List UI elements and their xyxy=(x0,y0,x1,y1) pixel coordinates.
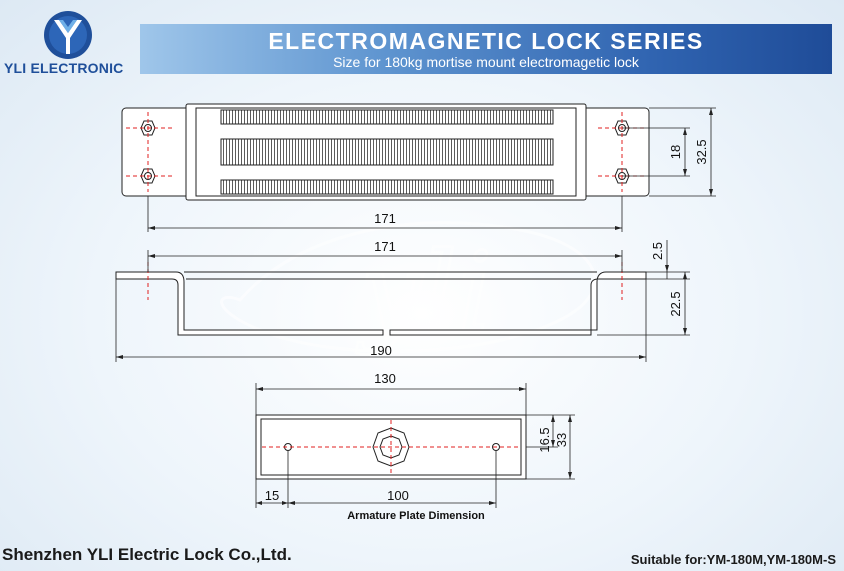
suitable-models: Suitable for:YM-180M,YM-180M-S xyxy=(630,552,836,567)
side-arrowheads xyxy=(116,254,687,359)
rib-strip xyxy=(220,109,554,125)
side-bracket-right xyxy=(389,271,647,336)
dim-side-total-length: 190 xyxy=(370,343,392,358)
dim-plate-width: 33 xyxy=(554,433,569,447)
dim-top-length: 171 xyxy=(374,211,396,226)
title-banner: ELECTROMAGNETIC LOCK SERIES Size for 180… xyxy=(140,24,832,74)
top-dimensions xyxy=(147,107,716,232)
centerlines xyxy=(126,112,645,192)
dim-plate-half-width: 16.5 xyxy=(537,427,552,452)
lock-side-view xyxy=(115,271,647,336)
dim-top-hole-spacing: 18 xyxy=(668,145,683,159)
plate-centerlines xyxy=(262,420,520,475)
plate-arrowheads xyxy=(256,387,572,505)
dim-plate-length: 130 xyxy=(374,371,396,386)
dim-top-width: 32.5 xyxy=(694,139,709,164)
lock-top-view xyxy=(121,103,650,201)
dim-plate-edge-offset: 15 xyxy=(265,488,279,503)
page-subtitle: Size for 180kg mortise mount electromage… xyxy=(333,54,639,70)
dim-side-height: 22.5 xyxy=(668,291,683,316)
company-logo: YLI ELECTRONIC xyxy=(0,0,140,80)
side-centerlines xyxy=(147,262,623,300)
arrowheads xyxy=(148,108,713,230)
page-title: ELECTROMAGNETIC LOCK SERIES xyxy=(268,28,704,54)
side-dimensions xyxy=(115,240,690,362)
yli-logo-icon xyxy=(44,11,92,59)
dim-side-flange: 2.5 xyxy=(650,242,665,260)
dim-side-inner-length: 171 xyxy=(374,239,396,254)
plate-hole-icon xyxy=(492,443,500,451)
company-name: Shenzhen YLI Electric Lock Co.,Ltd. xyxy=(2,545,292,564)
rib-strip xyxy=(220,179,554,195)
dim-plate-hole-spacing: 100 xyxy=(387,488,409,503)
rib-strip xyxy=(220,138,554,166)
plate-dimensions xyxy=(255,383,575,508)
logo-text: YLI ELECTRONIC xyxy=(4,60,124,76)
watermark: yli xyxy=(220,221,597,357)
side-bracket-left xyxy=(115,271,384,336)
plate-caption: Armature Plate Dimension xyxy=(347,510,485,522)
